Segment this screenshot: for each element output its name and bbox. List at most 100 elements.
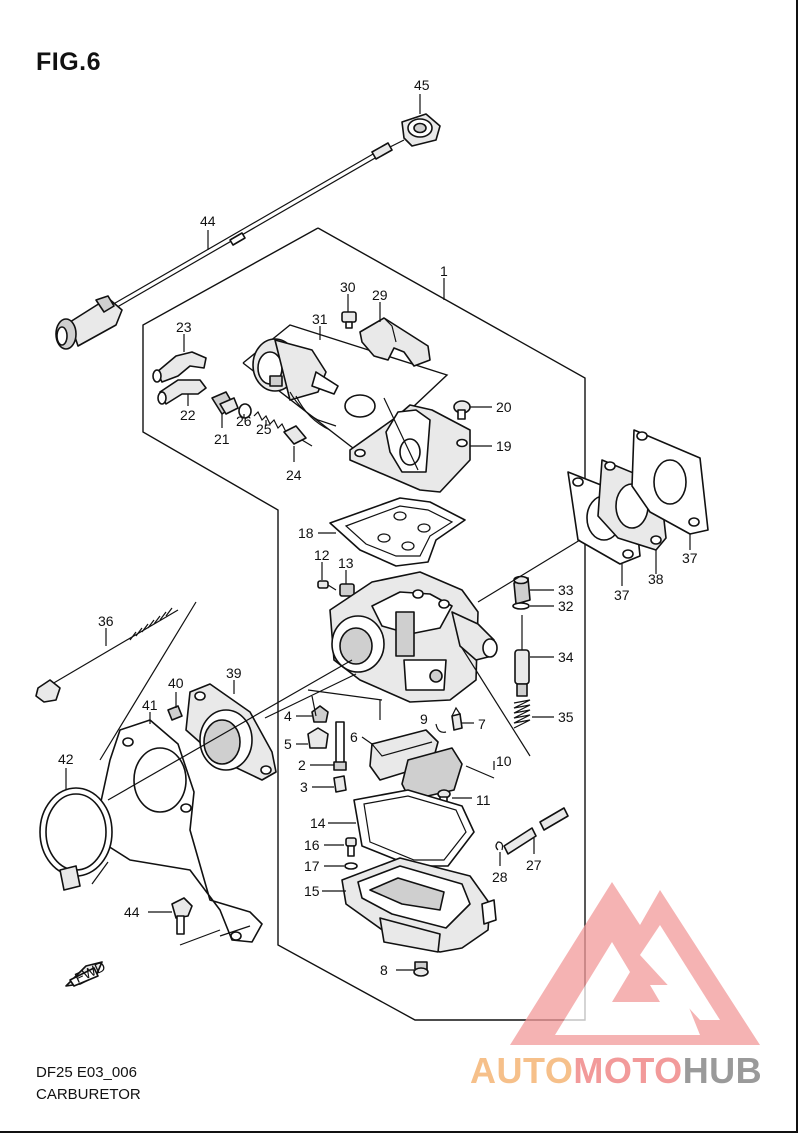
callout-17: 17	[304, 858, 320, 874]
part-14-gasket	[353, 789, 475, 867]
part-34-piston	[514, 615, 530, 697]
part-40-bracket	[99, 719, 263, 943]
watermark-part-hub: HUB	[682, 1050, 763, 1091]
callout-21: 21	[214, 431, 230, 447]
callout-19: 19	[496, 438, 512, 454]
watermark-part-auto: AUTO	[470, 1050, 574, 1091]
callout-24: 24	[286, 467, 302, 483]
watermark-logo	[510, 882, 760, 1045]
part-10-pin	[465, 765, 495, 779]
callouts: 45 44 1 30 29 31 23 22 21 26 25 24 20 19…	[58, 77, 698, 978]
watermark-text: AUTOMOTOHUB	[470, 1050, 762, 1092]
callout-43: 44	[124, 904, 140, 920]
callout-5: 5	[284, 736, 292, 752]
callout-11: 11	[476, 792, 491, 808]
callout-44: 44	[200, 213, 216, 229]
callout-42: 42	[58, 751, 74, 767]
part-29-clamp	[359, 317, 431, 367]
callout-12: 12	[314, 547, 330, 563]
callout-33: 33	[558, 582, 574, 598]
part-41-collar	[167, 705, 183, 721]
assembly-guide-lines	[91, 397, 581, 946]
part-43-bolt	[171, 897, 193, 935]
part-22-elbow	[157, 379, 207, 405]
part-20-screw	[453, 400, 471, 420]
callout-18: 18	[298, 525, 314, 541]
callout-25: 25	[256, 421, 272, 437]
callout-34: 34	[558, 649, 574, 665]
callout-2: 2	[298, 757, 306, 773]
subassembly-outline-31	[242, 324, 449, 456]
callout-38: 38	[648, 571, 664, 587]
callout-6: 6	[350, 729, 358, 745]
callout-10: 10	[496, 753, 512, 769]
callout-41: 40	[168, 675, 184, 691]
part-13-jet	[339, 583, 355, 597]
callout-37a: 37	[614, 587, 630, 603]
callout-32: 32	[558, 598, 574, 614]
part-5-cap	[307, 727, 329, 749]
part-26-ring	[238, 403, 252, 419]
callout-20: 20	[496, 399, 512, 415]
part-3-jet	[333, 775, 347, 793]
part-44-cable	[55, 139, 405, 350]
part-28-clip	[495, 841, 504, 851]
part-18-gasket	[329, 497, 466, 567]
callout-36: 36	[98, 613, 114, 629]
figure-code: DF25 E03_006	[36, 1064, 137, 1081]
part-7-needle	[451, 706, 463, 731]
part-36-bolt	[35, 607, 179, 703]
part-33-cap	[513, 575, 531, 605]
part-39-flange	[185, 683, 277, 781]
o-ring	[344, 394, 376, 418]
part-9-clip	[435, 723, 447, 733]
part-2-nozzle	[333, 721, 347, 771]
part-17-washer	[344, 862, 358, 870]
fwd-label: FWD	[72, 958, 108, 986]
part-27-shafts	[503, 807, 569, 855]
callout-37b: 37	[682, 550, 698, 566]
part-42-clamp-band	[39, 787, 113, 891]
callout-3: 3	[300, 779, 308, 795]
callout-27: 27	[526, 857, 542, 873]
part-12-screw	[317, 580, 337, 591]
part-31-solenoid	[252, 338, 339, 431]
callout-9: 9	[420, 711, 428, 727]
assembly-outline-1	[142, 227, 586, 1021]
carburetor-body	[329, 571, 498, 703]
part-37-gasket-right	[631, 429, 709, 535]
callout-22: 22	[180, 407, 196, 423]
part-23-elbow	[152, 351, 207, 383]
part-16-screw	[345, 837, 357, 857]
part-24-needle	[283, 425, 313, 447]
fwd-arrow-icon: FWD	[65, 958, 108, 987]
callout-40: 41	[142, 697, 158, 713]
callout-26: 26	[236, 413, 252, 429]
callout-29: 29	[372, 287, 388, 303]
callout-4: 4	[284, 708, 292, 724]
callout-16: 16	[304, 837, 320, 853]
part-6-float	[369, 729, 463, 801]
callout-30: 30	[340, 279, 356, 295]
callout-23: 23	[176, 319, 192, 335]
part-4-nut	[311, 705, 329, 723]
callout-1: 1	[440, 263, 448, 279]
callout-45: 45	[414, 77, 430, 93]
part-19-cover	[349, 404, 471, 493]
part-35-spring	[513, 699, 531, 729]
callout-7: 7	[478, 716, 486, 732]
callout-15: 15	[304, 883, 320, 899]
callout-31: 31	[312, 311, 328, 327]
part-30-screw	[341, 311, 357, 329]
figure-name: CARBURETOR	[36, 1086, 141, 1103]
callout-8: 8	[380, 962, 388, 978]
callout-28: 28	[492, 869, 508, 885]
part-45-nut	[401, 113, 441, 147]
figure-title: FIG.6	[36, 48, 102, 76]
callout-39: 39	[226, 665, 242, 681]
watermark-part-moto: MOTO	[573, 1050, 683, 1091]
part-21-fitting	[211, 391, 239, 415]
